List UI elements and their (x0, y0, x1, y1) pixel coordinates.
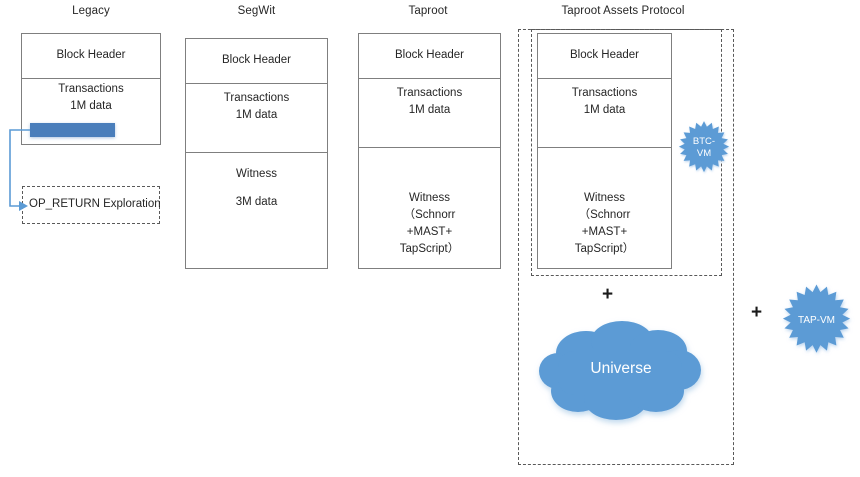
taproot-assets-cell-witness: Witness （Schnorr +MAST+ TapScript） (537, 190, 672, 258)
segwit-cell-transactions: Transactions 1M data (185, 85, 328, 129)
taproot-assets-cell-block-header: Block Header (537, 33, 672, 78)
taproot-witness-line-4: TapScript） (399, 243, 460, 255)
segwit-block-box (185, 38, 328, 269)
legacy-cell-transactions: Transactions 1M data (21, 78, 161, 118)
legacy-op-return-data-bar (30, 123, 115, 137)
segwit-transactions-line-1: Transactions (223, 92, 290, 104)
legacy-divider-1 (21, 78, 161, 79)
taproot-block-header-line-1: Block Header (394, 49, 465, 61)
taproot-cell-transactions: Transactions 1M data (358, 80, 501, 124)
plus-sign-inner: + (602, 284, 614, 305)
universe-cloud[interactable]: Universe (538, 315, 704, 423)
legacy-transactions-line-2: 1M data (70, 100, 112, 112)
taproot-assets-witness-line-2: （Schnorr (578, 209, 631, 221)
column-title-taproot-assets: Taproot Assets Protocol (561, 5, 685, 17)
taproot-assets-transactions-line-1: Transactions (571, 87, 638, 99)
column-title-segwit: SegWit (237, 5, 276, 17)
tap-vm-badge[interactable]: TAP-VM (779, 283, 854, 358)
taproot-assets-cell-transactions: Transactions 1M data (537, 80, 672, 124)
taproot-cell-witness: Witness （Schnorr +MAST+ TapScript） (358, 190, 501, 258)
btc-vm-star-icon (678, 121, 730, 173)
taproot-divider-2 (358, 147, 501, 148)
taproot-assets-transactions-line-2: 1M data (583, 104, 626, 116)
column-title-legacy: Legacy (72, 5, 110, 17)
taproot-divider-1 (358, 78, 501, 79)
taproot-assets-block-box (537, 33, 672, 269)
op-return-exploration-label: OP_RETURN Exploration (29, 198, 161, 210)
segwit-transactions-line-2: 1M data (235, 109, 278, 121)
taproot-witness-line-3: +MAST+ (406, 226, 453, 238)
legacy-cell-block-header: Block Header (21, 33, 161, 78)
segwit-witness-line-3: 3M data (235, 195, 278, 208)
taproot-transactions-line-2: 1M data (408, 104, 451, 116)
segwit-divider-2 (185, 152, 328, 153)
segwit-cell-block-header: Block Header (185, 38, 328, 83)
taproot-witness-line-2: （Schnorr (403, 209, 456, 221)
legacy-transactions-line-1: Transactions (58, 83, 124, 95)
segwit-divider-1 (185, 83, 328, 84)
legacy-block-header-line-1: Block Header (56, 49, 126, 61)
tap-vm-star-icon (782, 284, 851, 353)
segwit-block-header-line-1: Block Header (221, 54, 292, 66)
taproot-assets-block-header-line-1: Block Header (569, 49, 640, 61)
taproot-assets-divider-1 (537, 78, 672, 79)
cloud-icon (539, 321, 701, 420)
column-title-taproot: Taproot (408, 5, 448, 17)
plus-sign-outer: + (751, 302, 763, 323)
taproot-block-box (358, 33, 501, 269)
taproot-assets-divider-2 (537, 147, 672, 148)
segwit-cell-witness: Witness 3M data (185, 160, 328, 216)
btc-vm-badge[interactable]: BTC- VM (676, 120, 732, 176)
taproot-transactions-line-1: Transactions (396, 87, 463, 99)
taproot-assets-witness-line-3: +MAST+ (581, 226, 628, 238)
taproot-assets-witness-line-4: TapScript） (574, 243, 635, 255)
taproot-witness-line-1: Witness (409, 192, 450, 204)
segwit-witness-line-1: Witness (236, 167, 277, 180)
taproot-cell-block-header: Block Header (358, 33, 501, 78)
taproot-assets-witness-line-1: Witness (584, 192, 625, 204)
